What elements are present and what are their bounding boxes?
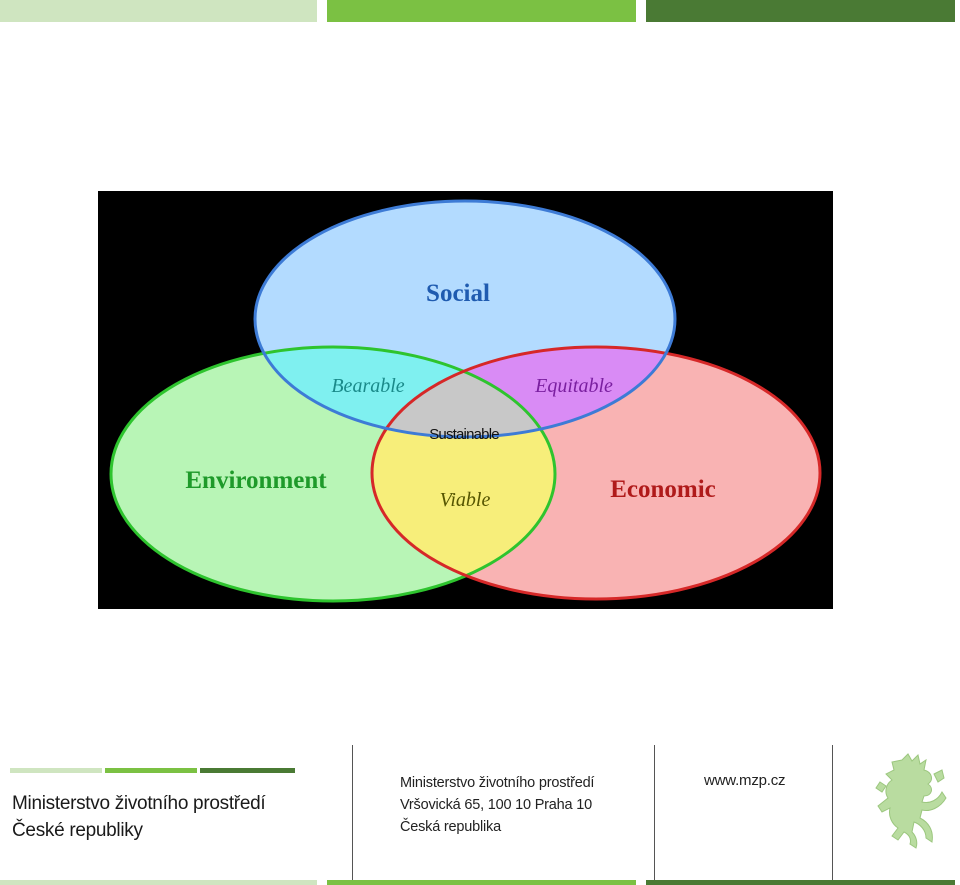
sustainability-venn-diagram: Social Environment Economic Bearable Equ… [98,191,833,609]
czech-lion-icon [875,753,947,849]
address-line1: Ministerstvo životního prostředí [400,775,595,791]
economic-outline [370,345,822,601]
header-bar-dark [646,0,955,22]
header-bar-medium [327,0,636,22]
footer-bottom-bar [0,880,960,885]
social-label: Social [426,280,490,307]
ministry-name-line2: České republiky [12,820,143,841]
equitable-label: Equitable [534,375,613,397]
website-link[interactable]: www.mzp.cz [704,772,786,789]
economic-label: Economic [610,476,716,503]
environment-label: Environment [185,467,327,494]
footer-divider-2 [654,745,655,885]
address-line3: Česká republika [400,819,501,835]
header-bar-light [0,0,317,22]
address-line2: Vršovická 65, 100 10 Praha 10 [400,797,592,813]
footer-bar-dark [200,768,295,773]
footer-bar-light [10,768,102,773]
sustainable-label: Sustainable [429,426,499,443]
footer-divider-3 [832,745,833,885]
viable-label: Viable [440,489,491,511]
sustainable-center [372,347,555,437]
ministry-name-line1: Ministerstvo životního prostředí [12,793,266,814]
footer-divider-1 [352,745,353,885]
bottom-bar-dark [646,880,955,885]
ministry-name: Ministerstvo životního prostředí České r… [12,790,266,844]
bottom-bar-light [0,880,317,885]
environment-outline [109,345,557,603]
social-outline [253,199,677,439]
bottom-bar-medium [327,880,636,885]
footer-bar-medium [105,768,197,773]
ministry-address: Ministerstvo životního prostředí Vršovic… [400,772,594,838]
bearable-label: Bearable [331,375,404,397]
